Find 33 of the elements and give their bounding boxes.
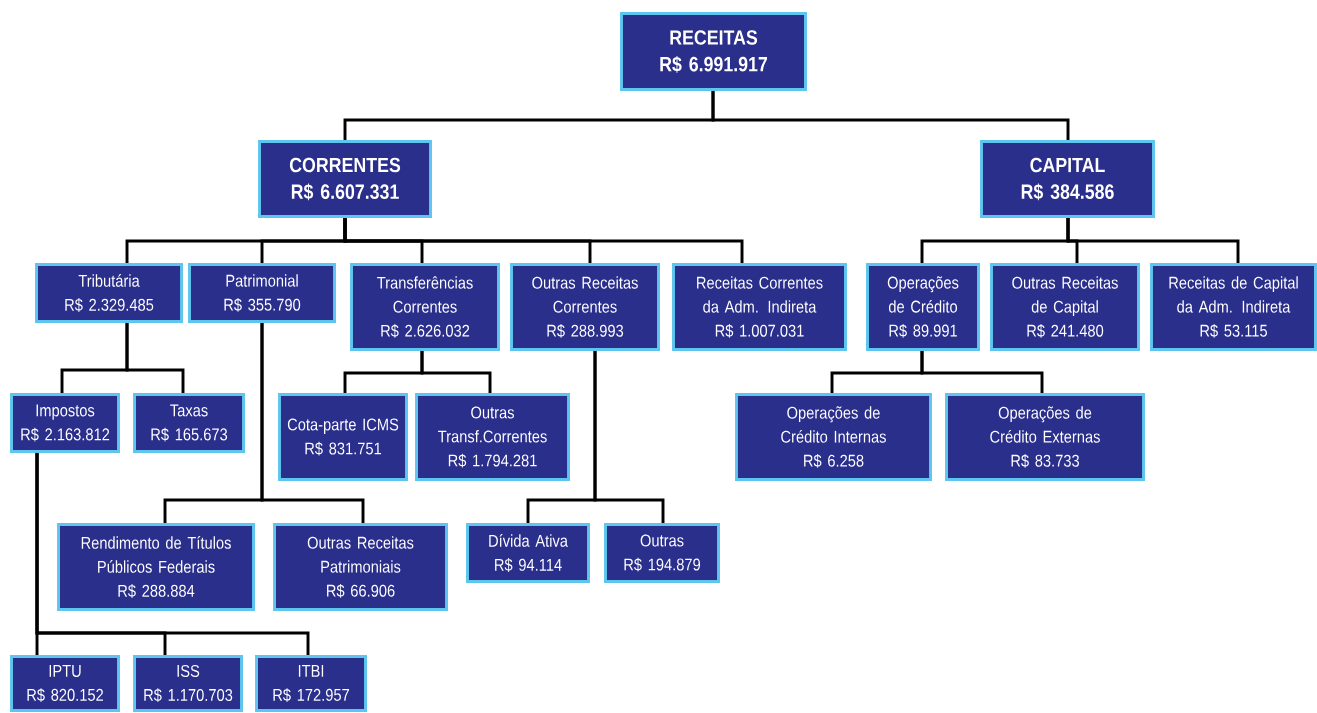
- process-box: Cota-parte ICMS R$ 831.751: [278, 393, 408, 481]
- process-box: Outras Receitas Correntes R$ 288.993: [510, 263, 660, 351]
- process-box: Operações de Crédito Externas R$ 83.733: [945, 393, 1145, 481]
- process-box: IPTU R$ 820.152: [10, 655, 120, 712]
- process-box: Rendimento de Títulos Públicos Federais R$ 288.884: [57, 523, 255, 611]
- process-box: Outras Receitas Patrimoniais R$ 66.906: [273, 523, 448, 611]
- connector-line: [260, 322, 365, 524]
- connector-line: [711, 90, 1070, 141]
- process-box: ISS R$ 1.170.703: [133, 655, 243, 712]
- process-box: Patrimonial R$ 355.790: [188, 263, 336, 323]
- connector-line: [343, 217, 744, 264]
- process-box: Taxas R$ 165.673: [133, 393, 245, 453]
- process-box: Outras Receitas de Capital R$ 241.480: [990, 263, 1140, 351]
- process-box: CAPITAL R$ 384.586: [980, 140, 1155, 218]
- process-box: Outras R$ 194.879: [604, 523, 720, 583]
- process-box: Dívida Ativa R$ 94.114: [466, 523, 590, 583]
- process-box: Receitas Correntes da Adm. Indireta R$ 1.007.031: [672, 263, 847, 351]
- process-box: Receitas de Capital da Adm. Indireta R$ 53.115: [1150, 263, 1317, 351]
- connector-line: [1066, 217, 1240, 264]
- process-box: CORRENTES R$ 6.607.331: [258, 140, 432, 218]
- process-box: ITBI R$ 172.957: [255, 655, 367, 712]
- process-box: Transferências Correntes R$ 2.626.032: [350, 263, 500, 351]
- connector-line: [593, 350, 665, 524]
- process-box: Operações de Crédito R$ 89.991: [866, 263, 980, 351]
- process-box: Outras Transf.Correntes R$ 1.794.281: [415, 393, 570, 481]
- process-box: Operações de Crédito Internas R$ 6.258: [735, 393, 932, 481]
- connector-line: [35, 452, 310, 655]
- connector-line: [125, 322, 185, 394]
- process-box: Tributária R$ 2.329.485: [35, 263, 183, 323]
- connector-line: [420, 350, 492, 394]
- connector-line: [920, 350, 1044, 394]
- process-box: Impostos R$ 2.163.812: [10, 393, 120, 453]
- process-box: RECEITAS R$ 6.991.917: [620, 12, 807, 91]
